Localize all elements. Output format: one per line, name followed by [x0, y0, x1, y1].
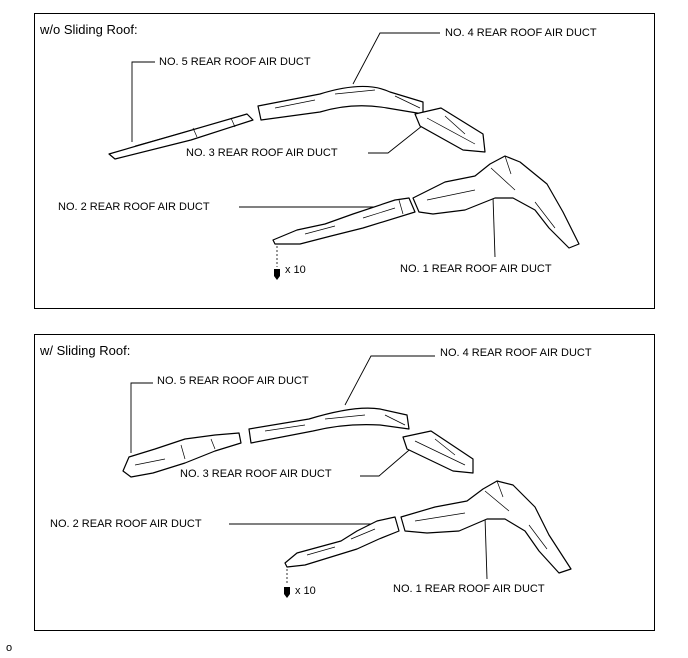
leader-no5 — [130, 382, 153, 453]
clip-count: x 10 — [295, 585, 316, 597]
label-no3-duct: NO. 3 REAR ROOF AIR DUCT — [180, 468, 332, 480]
duct-no4 — [248, 407, 410, 444]
label-no4-duct: NO. 4 REAR ROOF AIR DUCT — [440, 347, 592, 359]
clip-count: x 10 — [285, 264, 306, 276]
diagram-panel-without-sliding-roof: w/o Sliding Roof: NO. 4 REAR ROOF AIR DU… — [34, 13, 655, 309]
clip-icon — [274, 269, 280, 280]
duct-no1 — [400, 480, 572, 574]
label-no4-duct: NO. 4 REAR ROOF AIR DUCT — [445, 27, 597, 39]
panel-2-drawing — [122, 355, 572, 598]
label-no5-duct: NO. 5 REAR ROOF AIR DUCT — [157, 375, 309, 387]
duct-no3 — [414, 107, 486, 153]
clip-icon — [284, 587, 290, 598]
label-no2-duct: NO. 2 REAR ROOF AIR DUCT — [58, 201, 210, 213]
label-no1-duct: NO. 1 REAR ROOF AIR DUCT — [400, 263, 552, 275]
panel-title: w/o Sliding Roof: — [40, 22, 138, 37]
duct-no5 — [108, 113, 254, 160]
panel-title: w/ Sliding Roof: — [40, 343, 131, 358]
label-no2-duct: NO. 2 REAR ROOF AIR DUCT — [50, 518, 202, 530]
duct-no2 — [272, 197, 416, 245]
label-no5-duct: NO. 5 REAR ROOF AIR DUCT — [159, 56, 311, 68]
leader-no5 — [131, 61, 155, 142]
duct-no1 — [412, 155, 580, 249]
figure-id: o — [6, 642, 13, 654]
diagram-panel-with-sliding-roof: w/ Sliding Roof: NO. 4 REAR ROOF AIR DUC… — [34, 334, 655, 631]
leader-no4 — [344, 355, 435, 406]
duct-no5 — [122, 432, 242, 478]
leader-no4 — [352, 32, 440, 85]
duct-no3 — [402, 430, 474, 474]
leader-no1 — [484, 516, 488, 580]
panel-1-drawing — [108, 32, 580, 280]
leader-no1 — [492, 196, 496, 258]
leader-no3 — [368, 121, 428, 154]
leader-no3 — [360, 444, 416, 477]
label-no3-duct: NO. 3 REAR ROOF AIR DUCT — [186, 147, 338, 159]
duct-no2 — [284, 516, 400, 568]
duct-no4 — [257, 85, 424, 121]
label-no1-duct: NO. 1 REAR ROOF AIR DUCT — [393, 583, 545, 595]
